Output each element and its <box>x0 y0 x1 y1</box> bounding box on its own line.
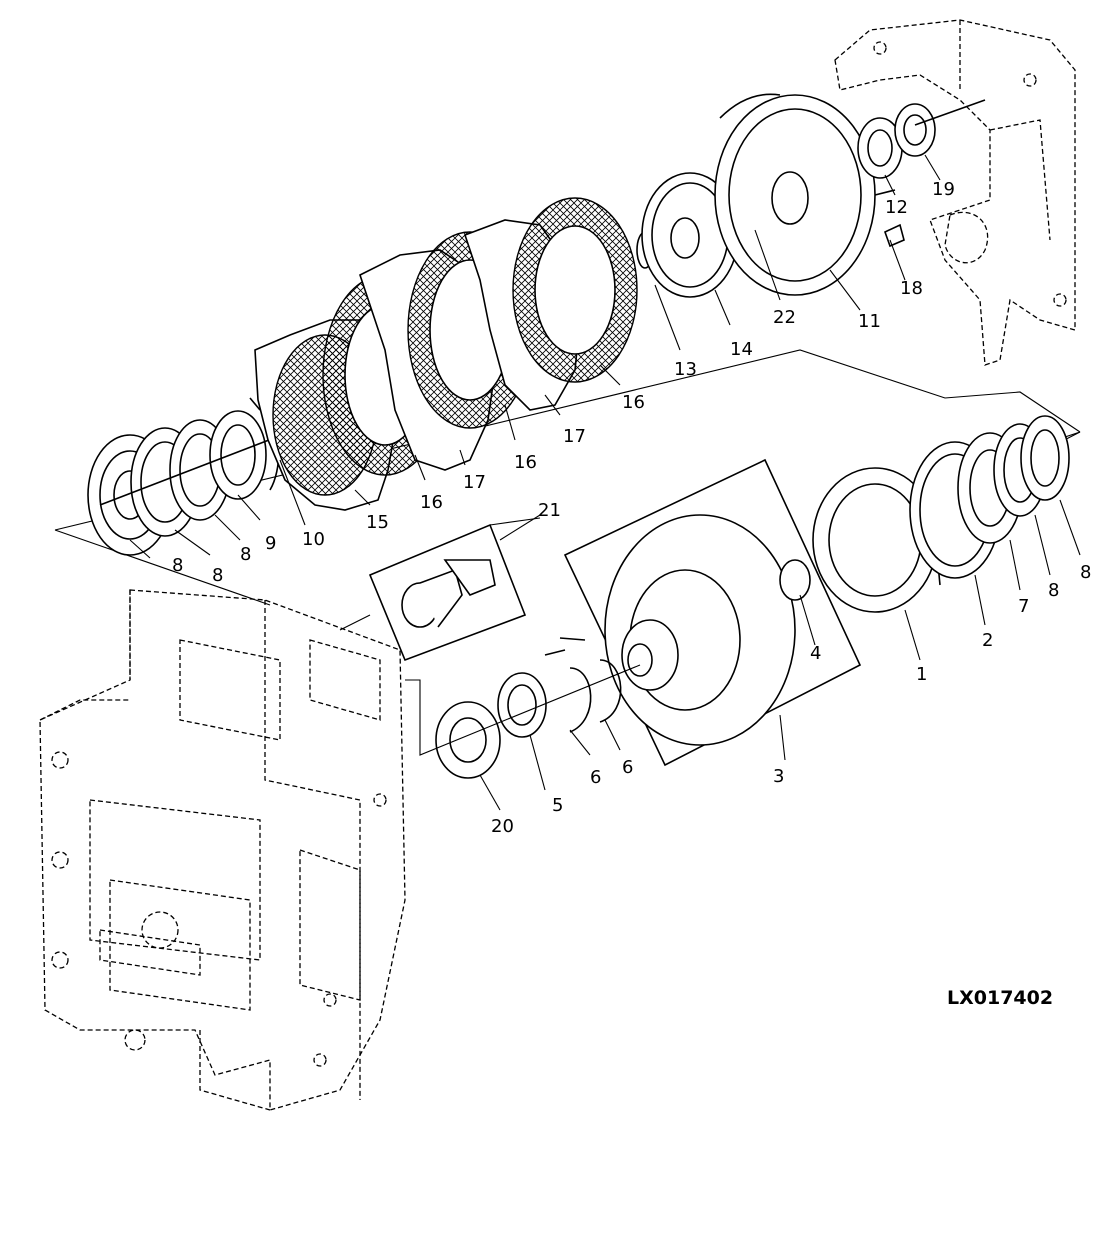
part-21-frame <box>339 517 541 662</box>
part-3-frame <box>563 458 862 767</box>
callout-16: 16 <box>514 452 537 473</box>
clutch-drum-cover-11 <box>714 93 905 296</box>
callout-10: 10 <box>302 529 325 550</box>
bearing-cone-20 <box>435 701 501 779</box>
callout-22: 22 <box>773 307 796 328</box>
callout-8: 8 <box>1080 562 1091 583</box>
transmission-housing <box>39 589 406 1111</box>
callout-21: 21 <box>538 500 561 521</box>
callout-11: 11 <box>858 311 881 332</box>
figure-reference: LX017402 <box>947 987 1053 1009</box>
snap-rings-6 <box>544 637 622 733</box>
friction-discs <box>322 197 638 476</box>
callout-6: 6 <box>590 767 601 788</box>
callout-13: 13 <box>674 359 697 380</box>
callout-20: 20 <box>491 816 514 837</box>
callout-9: 9 <box>265 533 276 554</box>
callout-17: 17 <box>463 472 486 493</box>
piston-rings-left <box>87 397 361 556</box>
callout-8: 8 <box>212 565 223 586</box>
callout-17: 17 <box>563 426 586 447</box>
callout-3: 3 <box>773 766 784 787</box>
callout-8: 8 <box>240 544 251 565</box>
housing-cover-top-right <box>834 19 1076 366</box>
callout-1: 1 <box>916 664 927 685</box>
lower-left-axis <box>405 664 641 756</box>
callout-12: 12 <box>885 197 908 218</box>
callout-labels: 8 8 8 9 10 15 16 17 16 17 16 13 14 22 11… <box>172 179 1091 837</box>
callout-5: 5 <box>552 795 563 816</box>
callout-7: 7 <box>1018 596 1029 617</box>
callout-8: 8 <box>1048 580 1059 601</box>
callout-15: 15 <box>366 512 389 533</box>
callout-2: 2 <box>982 630 993 651</box>
callout-6: 6 <box>622 757 633 778</box>
callout-16: 16 <box>622 392 645 413</box>
callout-19: 19 <box>932 179 955 200</box>
bearing-12-and-19 <box>857 99 986 179</box>
callout-18: 18 <box>900 278 923 299</box>
callout-4: 4 <box>810 643 821 664</box>
leader-lines <box>129 154 1081 811</box>
callout-8: 8 <box>172 555 183 576</box>
rings-8-right <box>993 415 1070 517</box>
callout-14: 14 <box>730 339 753 360</box>
callout-16: 16 <box>420 492 443 513</box>
bearing-5 <box>497 672 547 738</box>
